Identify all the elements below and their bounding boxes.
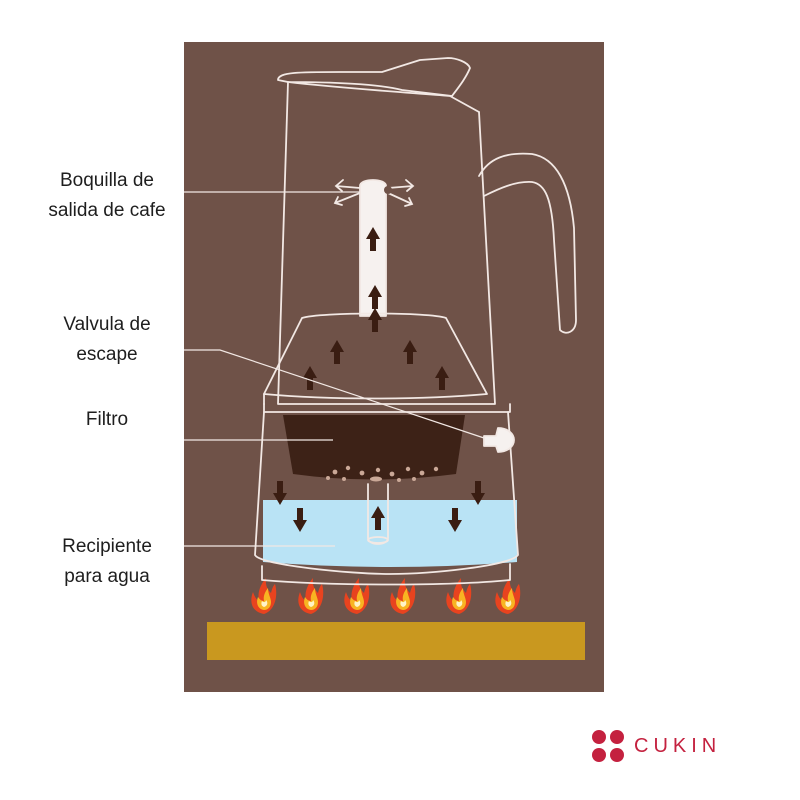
label-valve-line2: escape (76, 344, 138, 365)
label-spout-line2: salida de cafe (48, 200, 166, 221)
brand-name: CUKIN (634, 734, 722, 757)
label-filter-line1: Filtro (85, 409, 129, 430)
label-water: Recipiente para agua (32, 532, 182, 592)
label-spout: Boquilla de salida de cafe (32, 166, 182, 226)
coffee-basket (283, 415, 465, 480)
stove-plate (207, 622, 585, 660)
label-water-line1: Recipiente (62, 536, 152, 557)
label-valve: Valvula de escape (32, 310, 182, 370)
brand-logo: CUKIN (590, 728, 721, 764)
label-filter: Filtro (32, 405, 182, 435)
dots-logo-icon (592, 730, 624, 762)
valve-leader (184, 349, 485, 439)
leader-lines (184, 191, 485, 547)
spout-opening (384, 186, 392, 194)
filter-holes (326, 465, 439, 482)
label-valve-line1: Valvula de (63, 314, 151, 335)
label-water-line2: para agua (64, 566, 150, 587)
background-panel (184, 42, 604, 692)
spout-outflow-arrows (333, 179, 415, 207)
label-spout-line1: Boquilla de (59, 170, 155, 191)
